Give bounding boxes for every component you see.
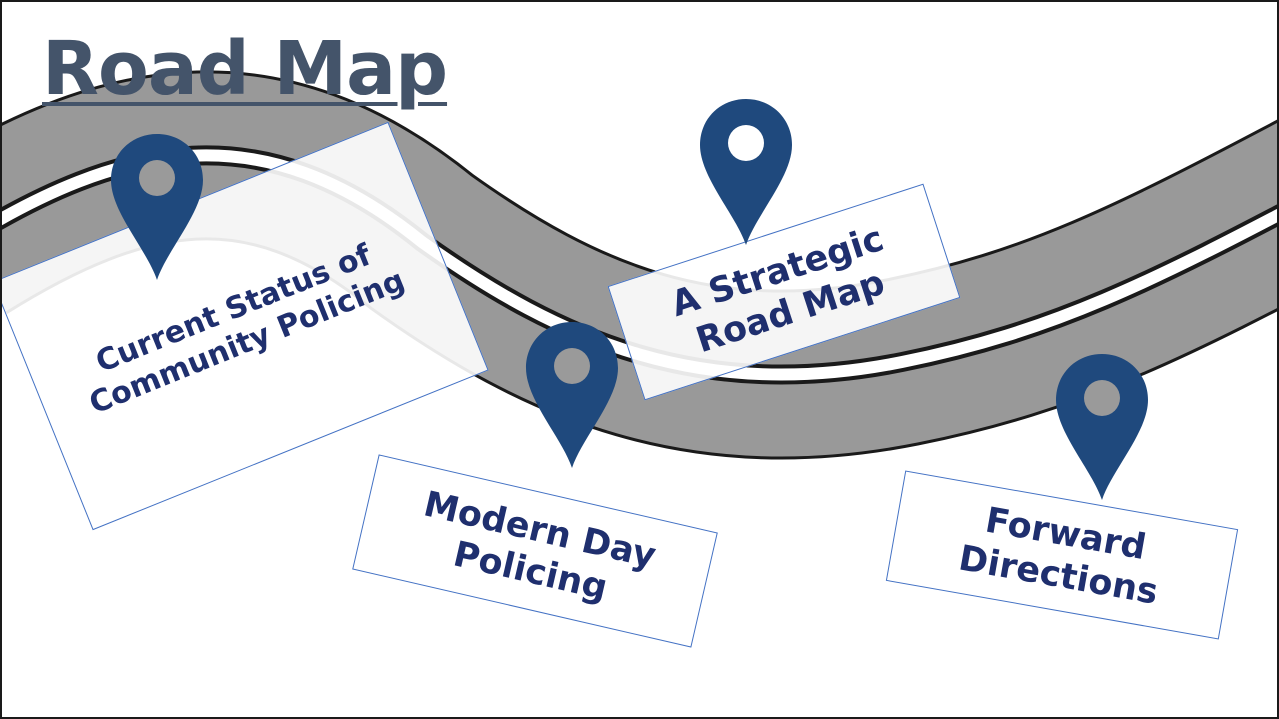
page-title: Road Map <box>42 26 448 112</box>
map-pin-icon <box>1056 354 1148 500</box>
map-pin-icon <box>111 134 203 280</box>
map-pin-icon <box>526 322 618 468</box>
stop-label: Forward Directions <box>955 500 1161 613</box>
map-pin-icon <box>700 99 792 245</box>
